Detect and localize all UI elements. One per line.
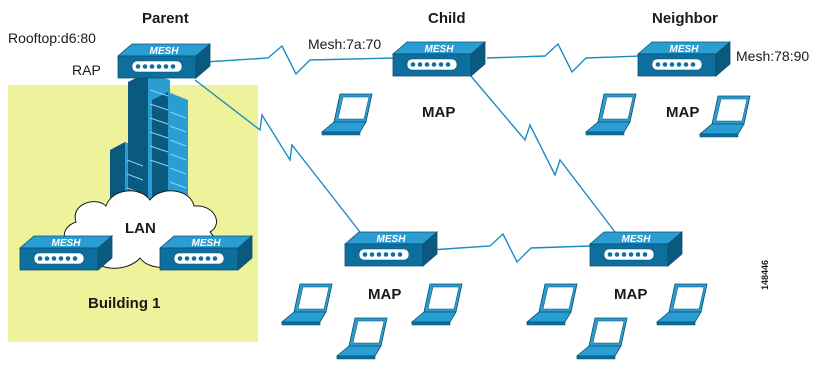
rooftop-mac-label: Rooftop:d6:80	[8, 30, 96, 46]
lan-label: LAN	[125, 220, 156, 237]
map-mid-access-point	[344, 231, 438, 267]
laptop-icon	[699, 95, 751, 138]
laptop-icon	[336, 317, 388, 360]
map-child-label: MAP	[422, 104, 456, 121]
child-label: Child	[428, 10, 466, 27]
neighbor-mac-label: Mesh:78:90	[736, 48, 810, 64]
link-child-neighbor	[486, 42, 641, 74]
child-access-point	[392, 41, 486, 77]
rap-label: RAP	[72, 62, 101, 78]
laptop-icon	[411, 283, 463, 326]
link-rap-mapmid	[194, 79, 361, 233]
map-mid-label: MAP	[368, 286, 402, 303]
laptop-icon	[526, 283, 578, 326]
neighbor-label: Neighbor	[652, 10, 718, 27]
laptop-icon	[585, 93, 637, 136]
laptop-icon	[321, 93, 373, 136]
child-mac-label: Mesh:7a:70	[308, 36, 382, 52]
figure-number: 148446	[760, 259, 770, 290]
link-rap-child	[204, 44, 396, 76]
rap-access-point	[117, 43, 211, 79]
lan-right-access-point	[159, 235, 253, 271]
neighbor-access-point	[637, 41, 731, 77]
laptop-icon	[576, 317, 628, 360]
link-mapmid-mapright	[429, 232, 591, 264]
building-label: Building 1	[88, 295, 161, 312]
map-right-access-point	[589, 231, 683, 267]
map-neighbor-label: MAP	[666, 104, 700, 121]
lan-left-access-point	[19, 235, 113, 271]
link-child-mapright	[469, 74, 616, 233]
laptop-icon	[281, 283, 333, 326]
map-right-label: MAP	[614, 286, 648, 303]
laptop-icon	[656, 283, 708, 326]
wireless-links	[194, 42, 641, 264]
parent-label: Parent	[142, 10, 189, 27]
